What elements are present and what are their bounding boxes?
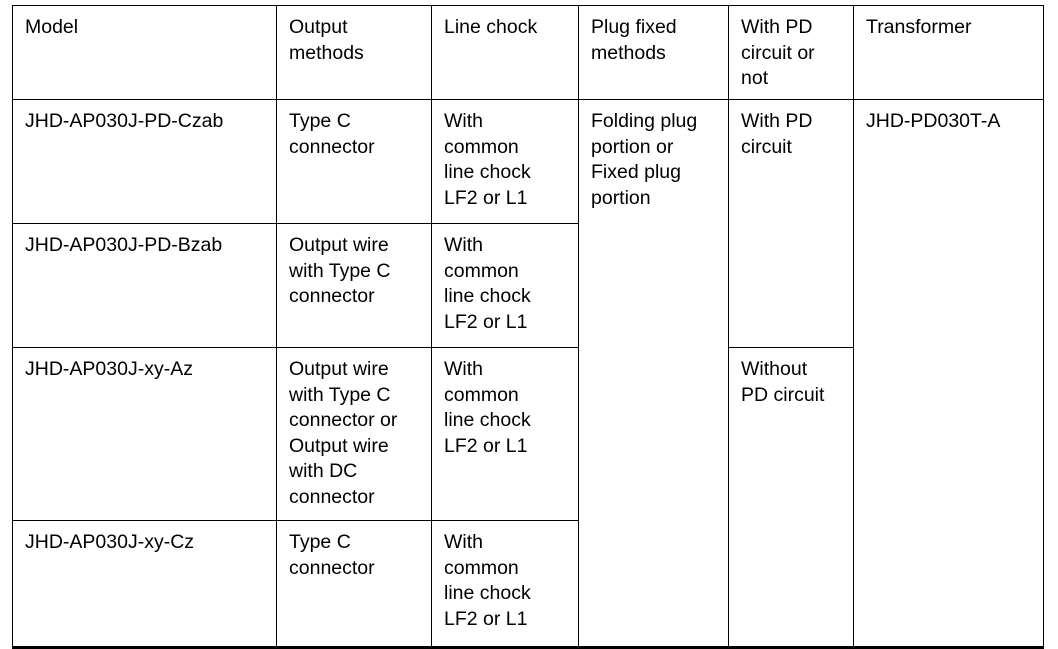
cell-transformer-merged: JHD-PD030T-A (853, 99, 1044, 648)
header-cell-pd-circuit: With PD circuit or not (728, 5, 854, 100)
cell-line-chock: With common line chock LF2 or L1 (431, 347, 579, 521)
cell-pd-circuit-with: With PD circuit (728, 99, 854, 348)
cell-line-chock: With common line chock LF2 or L1 (431, 520, 579, 648)
cell-output: Output wire with Type C connector (276, 223, 432, 348)
cell-model: JHD-AP030J-xy-Az (12, 347, 277, 521)
header-cell-plug-fixed: Plug fixed methods (578, 5, 729, 100)
cell-pd-circuit-without: Without PD circuit (728, 347, 854, 648)
cell-output: Type C connector (276, 99, 432, 224)
cell-line-chock: With common line chock LF2 or L1 (431, 99, 579, 224)
table-header-row: Model Output methods Line chock Plug fix… (12, 5, 1044, 100)
table-row: JHD-AP030J-PD-Czab Type C connector With… (12, 99, 1044, 648)
header-cell-line-chock: Line chock (431, 5, 579, 100)
cell-model: JHD-AP030J-PD-Bzab (12, 223, 277, 348)
cell-output: Output wire with Type C connector or Out… (276, 347, 432, 521)
cell-output: Type C connector (276, 520, 432, 648)
header-cell-model: Model (12, 5, 277, 100)
table-row: JHD-AP030J-PD-Bzab Output wire with Type… (12, 223, 1044, 348)
cell-line-chock: With common line chock LF2 or L1 (431, 223, 579, 348)
header-cell-transformer: Transformer (853, 5, 1044, 100)
header-cell-output: Output methods (276, 5, 432, 100)
cell-plug-fixed-methods-merged: Folding plug portion or Fixed plug porti… (578, 99, 729, 648)
table-row: JHD-AP030J-xy-Az Output wire with Type C… (12, 347, 1044, 648)
model-specification-table: Model Output methods Line chock Plug fix… (12, 5, 1044, 649)
cell-model: JHD-AP030J-xy-Cz (12, 520, 277, 648)
cell-model: JHD-AP030J-PD-Czab (12, 99, 277, 224)
table-row: JHD-AP030J-xy-Cz Type C connector With c… (12, 520, 1044, 648)
